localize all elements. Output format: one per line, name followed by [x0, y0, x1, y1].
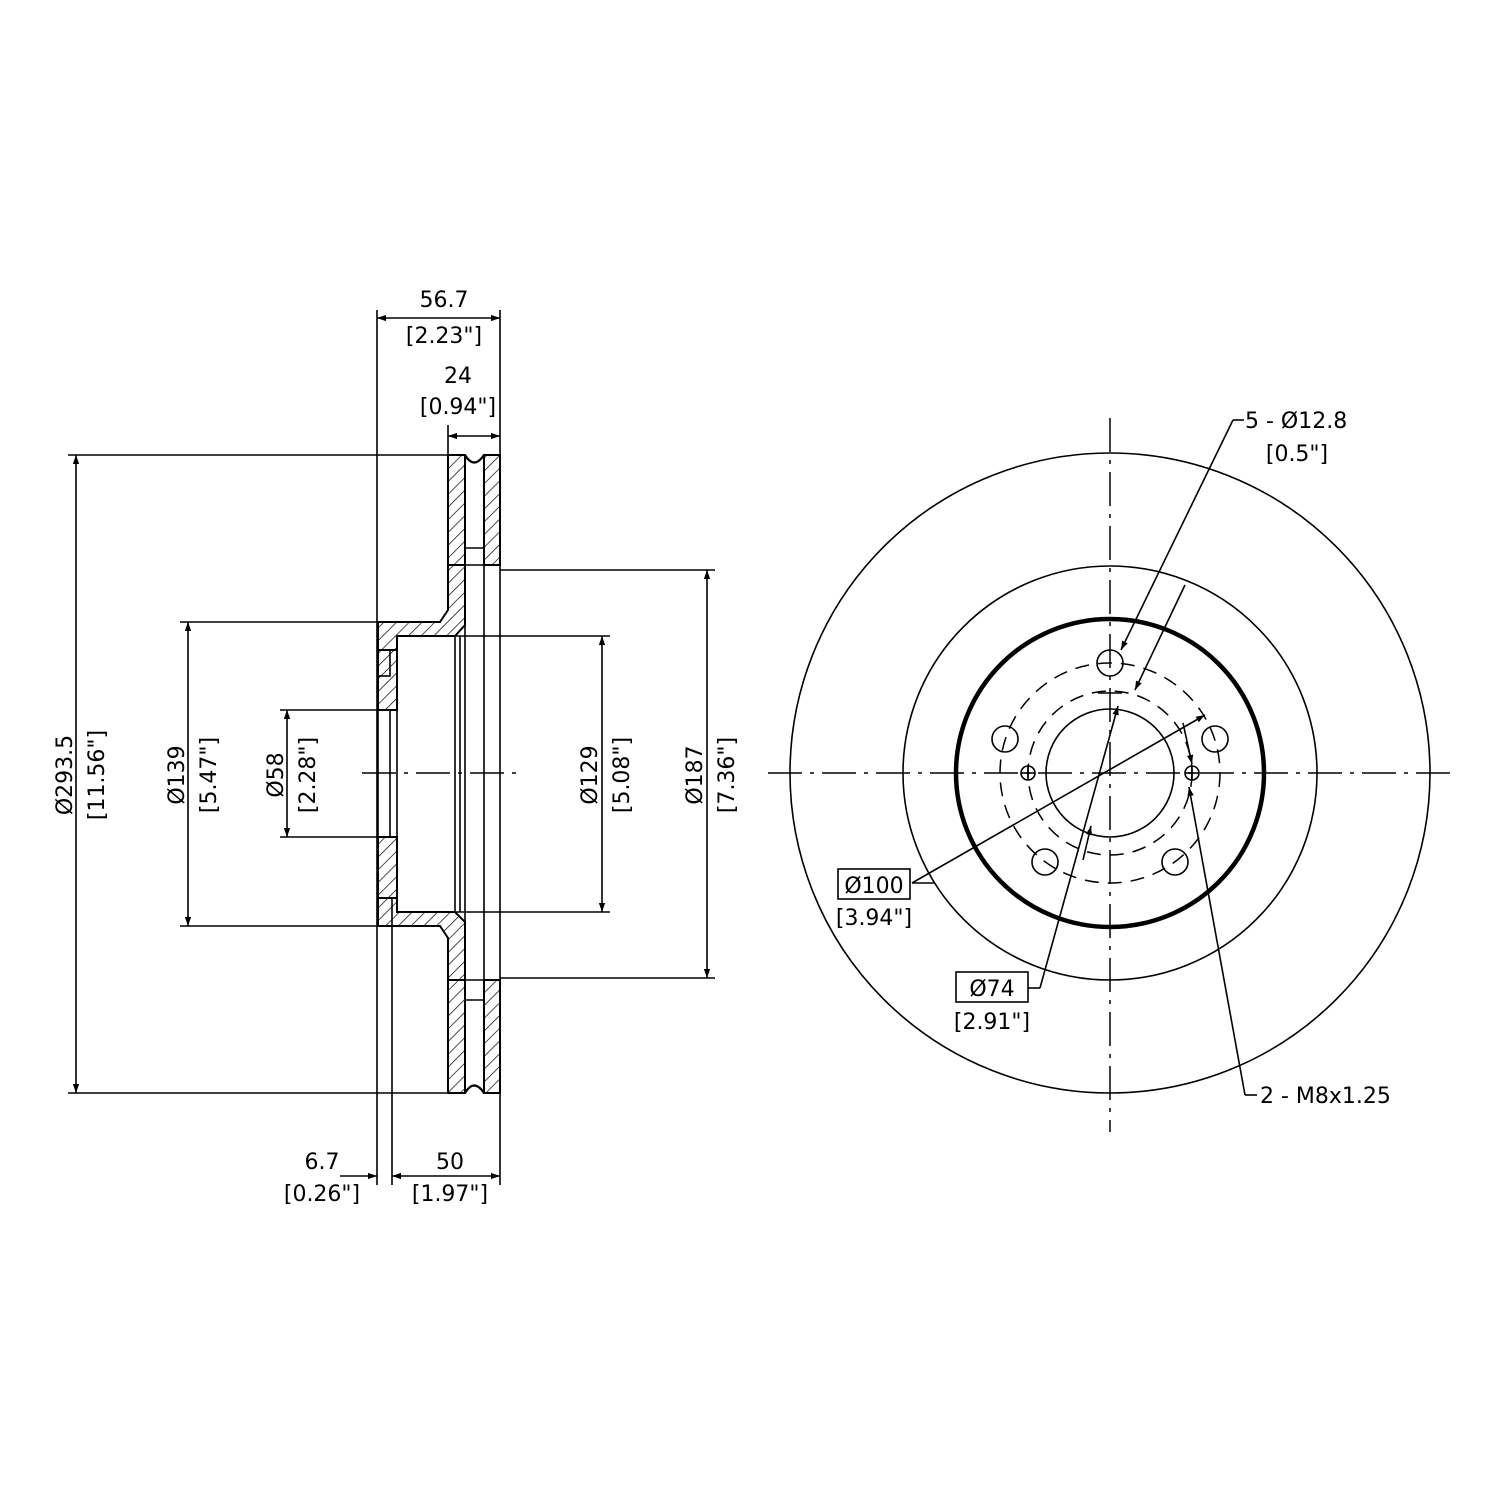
friction-inner-in: [7.36"]: [715, 737, 740, 813]
front-view: 5 - Ø12.8 [0.5"] Ø100 [3.94"] Ø74 [2.91"…: [768, 409, 1455, 1132]
bolt-circle-in: [3.94"]: [836, 906, 912, 931]
thread-leader: [1187, 786, 1246, 1096]
friction-inner-mm: Ø187: [683, 745, 708, 804]
threaded-holes-mm: 2 - M8x1.25: [1260, 1084, 1391, 1109]
bolt-circle-box: [837, 868, 911, 900]
hat-face-lower: [377, 836, 398, 899]
bore-leader: [1039, 705, 1119, 989]
bolt-circle-mm: Ø100: [844, 874, 903, 899]
overall-width-in: [2.23"]: [406, 324, 482, 349]
outboard-plate-bottom: [447, 979, 466, 1094]
outer-dia-mm: Ø293.5: [53, 735, 78, 815]
hat-wall-top: [377, 564, 466, 651]
hat-face-upper: [377, 649, 398, 711]
lug-hole-4: [1031, 848, 1059, 876]
overall-width-mm: 56.7: [420, 288, 469, 313]
hat-inner-in: [5.08"]: [610, 737, 635, 813]
inboard-plate-top: [483, 454, 501, 566]
center-bore-mm: Ø74: [969, 977, 1014, 1002]
bolt-circle-leader: [911, 714, 1206, 884]
lug-holes-in: [0.5"]: [1266, 442, 1328, 467]
lug-hole-3: [1201, 725, 1229, 753]
bore-mm: Ø58: [264, 752, 289, 797]
outboard-plate-top: [447, 454, 466, 566]
lug-holes-mm: 5 - Ø12.8: [1245, 409, 1347, 434]
hat-height-mm: 50: [436, 1150, 464, 1175]
lug-hole-5: [1161, 848, 1189, 876]
outer-dia-in: [11.56"]: [85, 730, 110, 820]
hat-outer-in: [5.47"]: [197, 737, 222, 813]
hat-inner-mm: Ø129: [578, 745, 603, 804]
hat-face-in: [0.26"]: [284, 1182, 360, 1207]
thickness-mm: 24: [444, 364, 472, 389]
bore-in: [2.28"]: [296, 737, 321, 813]
lug-hole-2: [991, 725, 1019, 753]
inboard-plate-bottom: [483, 979, 501, 1094]
lug-hole-leader: [1120, 419, 1234, 651]
hat-wall-bottom: [377, 897, 466, 981]
hat-face-mm: 6.7: [305, 1150, 340, 1175]
hat-outer-mm: Ø139: [165, 745, 190, 804]
side-section-view: 56.7 [2.23"] 24 [0.94"] Ø293.5 [11.56"] …: [53, 288, 740, 1207]
center-bore-in: [2.91"]: [954, 1010, 1030, 1035]
hat-height-in: [1.97"]: [412, 1182, 488, 1207]
thickness-in: [0.94"]: [420, 395, 496, 420]
bore-box: [955, 971, 1029, 1003]
